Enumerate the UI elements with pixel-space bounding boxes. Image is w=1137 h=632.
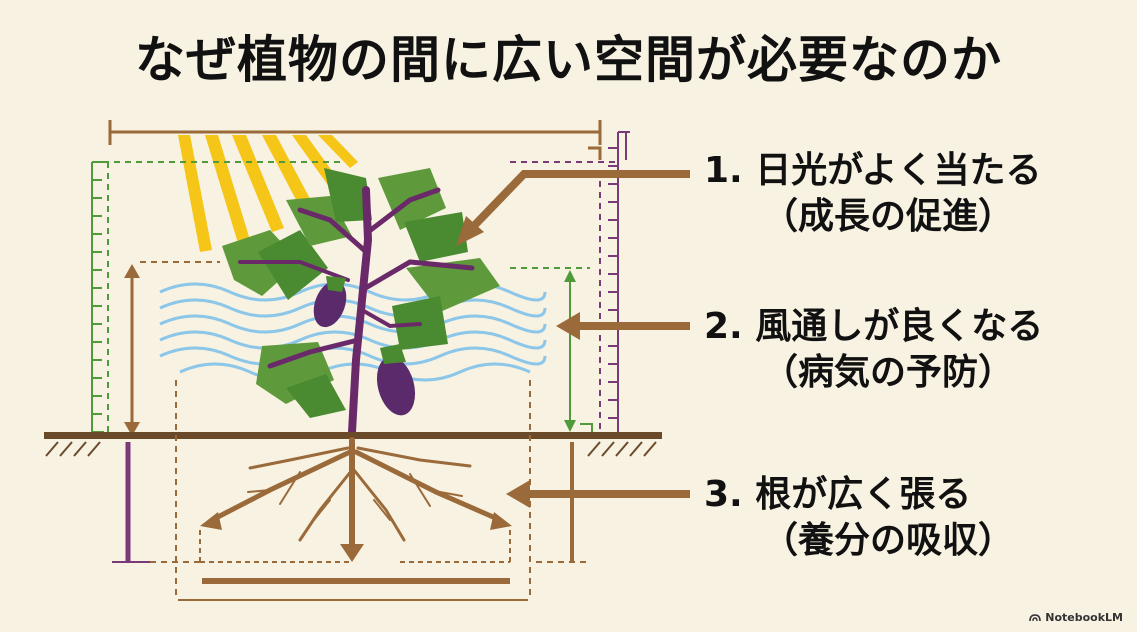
point-2-number: 2. <box>704 306 743 347</box>
air-space-measure <box>510 267 593 436</box>
root-depth-measure <box>112 380 586 601</box>
point-2-label: 2. 風通しが良くなる （病気の予防） <box>704 304 1124 396</box>
point-1-label: 1. 日光がよく当たる （成長の促進） <box>704 148 1124 240</box>
point-1-heading: 日光がよく当たる <box>755 150 1042 191</box>
point-3-heading: 根が広く張る <box>755 474 972 515</box>
point-3-number: 3. <box>704 474 743 515</box>
page-title: なぜ植物の間に広い空間が必要なのか <box>135 31 1002 89</box>
roots-icon <box>200 437 512 562</box>
point-1-note: （成長の促進） <box>762 196 1015 237</box>
callout-arrow-1 <box>456 170 690 246</box>
point-1-number: 1. <box>704 150 743 191</box>
point-2-heading: 風通しが良くなる <box>755 306 1044 347</box>
notebooklm-logo-icon <box>1029 613 1042 621</box>
eggplant-plant-icon <box>222 168 500 436</box>
plant-height-measure <box>124 261 220 436</box>
watermark: NotebookLM <box>1029 611 1123 624</box>
callout-arrow-2 <box>556 312 690 340</box>
point-3-label: 3. 根が広く張る （養分の吸収） <box>704 472 1124 564</box>
watermark-text: NotebookLM <box>1045 611 1123 624</box>
point-3-note: （養分の吸収） <box>762 520 1015 561</box>
callout-arrow-3 <box>506 480 690 508</box>
wind-lines-icon <box>159 282 547 382</box>
point-2-note: （病気の予防） <box>762 352 1015 393</box>
plant-spacing-measure-right <box>510 131 630 432</box>
canopy-width-measure <box>108 120 602 160</box>
ground-line <box>44 432 662 457</box>
light-space-measure <box>91 161 340 433</box>
